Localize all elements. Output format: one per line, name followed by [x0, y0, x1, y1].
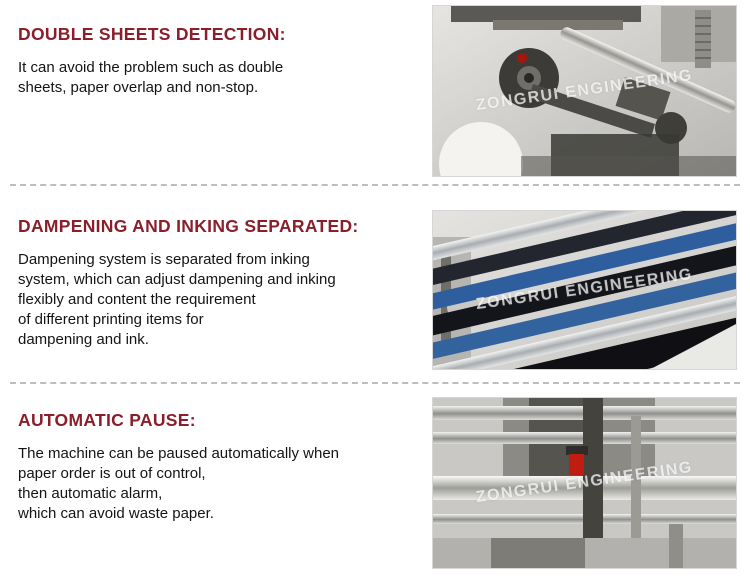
machine-photo-automatic-pause: ZONGRUI ENGINEERING: [432, 397, 737, 569]
machine-photo-illustration: [433, 398, 736, 568]
section-heading: AUTOMATIC PAUSE:: [18, 410, 196, 430]
machine-photo-double-sheets: ZONGRUI ENGINEERING: [432, 5, 737, 177]
feature-section-double-sheets: DOUBLE SHEETS DETECTION: It can avoid th…: [0, 0, 750, 184]
section-body: Dampening system is separated from inkin…: [18, 251, 336, 348]
section-body: It can avoid the problem such as double …: [18, 59, 284, 96]
feature-text-column: AUTOMATIC PAUSE: The machine can be paus…: [0, 384, 418, 524]
feature-section-dampening-inking: DAMPENING AND INKING SEPARATED: Dampenin…: [0, 186, 750, 382]
machine-photo-illustration: [433, 6, 736, 176]
feature-text-column: DOUBLE SHEETS DETECTION: It can avoid th…: [0, 0, 418, 98]
machine-photo-rollers: ZONGRUI ENGINEERING: [432, 210, 737, 370]
dashed-divider: [10, 184, 740, 186]
section-body: The machine can be paused automatically …: [18, 445, 340, 522]
feature-text-column: DAMPENING AND INKING SEPARATED: Dampenin…: [0, 186, 418, 350]
section-heading: DOUBLE SHEETS DETECTION:: [18, 24, 286, 44]
machine-photo-illustration: [433, 211, 736, 369]
section-heading: DAMPENING AND INKING SEPARATED:: [18, 216, 359, 236]
dashed-divider: [10, 382, 740, 384]
feature-section-automatic-pause: AUTOMATIC PAUSE: The machine can be paus…: [0, 384, 750, 581]
